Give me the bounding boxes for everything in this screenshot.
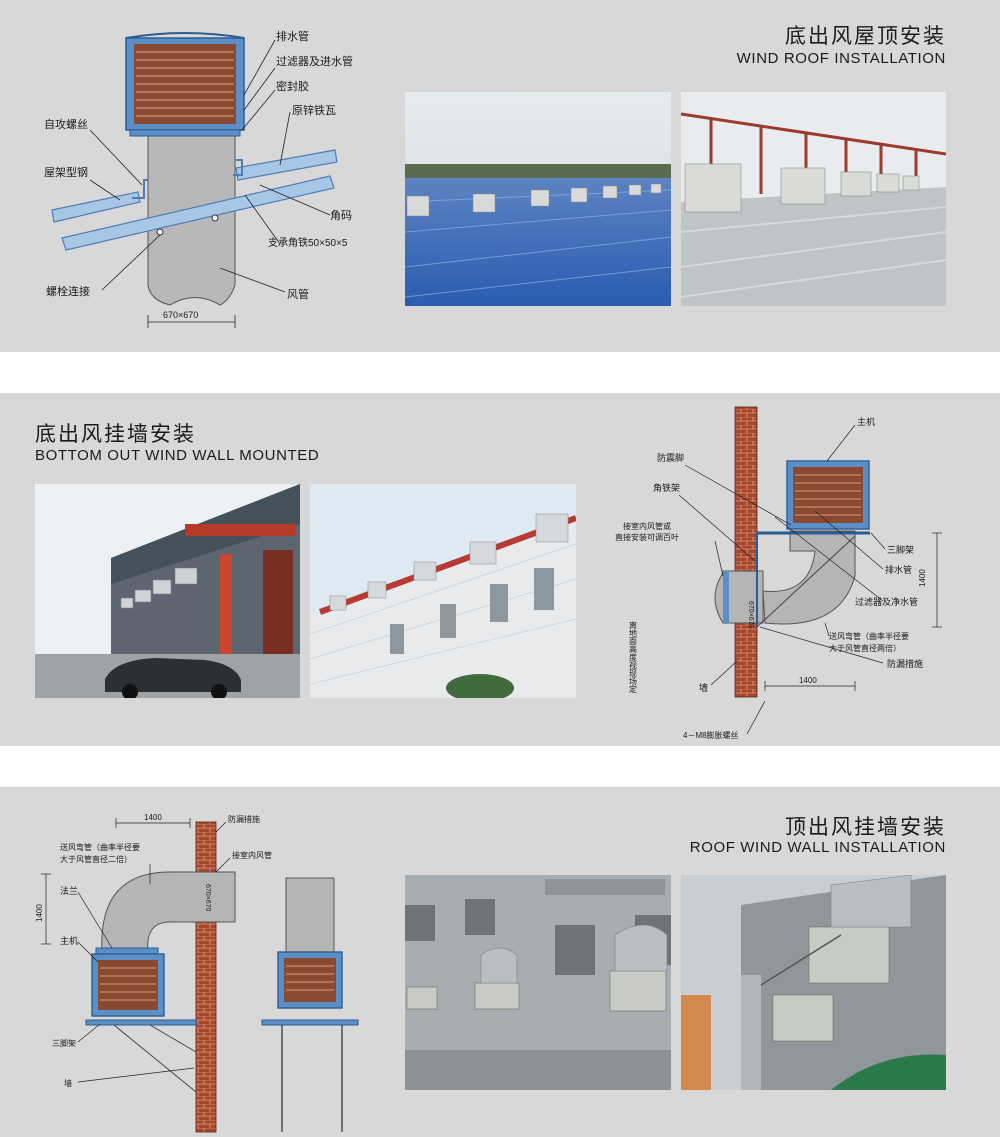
label-filter-inlet: 过滤器及进水管	[276, 54, 353, 68]
label-drain: 排水管	[885, 564, 912, 575]
label-duct: 风管	[287, 287, 309, 301]
section2-title-zh: 底出风挂墙安装	[35, 423, 196, 446]
photo-tile-building	[310, 484, 576, 698]
label-wall: 墙	[64, 1078, 72, 1088]
label-tripod: 三脚架	[887, 545, 914, 555]
label-sealant: 密封胶	[276, 79, 309, 93]
label-zinc-tile: 原锌铁瓦	[292, 103, 336, 117]
label-connect-duct: 接室内风管或	[623, 521, 671, 531]
label-support: 支承角铁50×50×5	[268, 236, 348, 249]
label-dim-w: 1400	[799, 676, 817, 685]
label-wall: 墙	[699, 682, 708, 693]
label-indoor-duct: 接室内风管	[232, 850, 272, 860]
label-dim: 670×670	[163, 310, 198, 320]
bottom-wall-panel: 底出风挂墙安装 BOTTOM OUT WIND WALL MOUNTED	[0, 393, 1000, 746]
label-flange: 法兰	[60, 885, 78, 896]
label-bolts: 4－M8膨胀螺丝	[683, 730, 739, 740]
label-steel: 屋架型钢	[44, 165, 88, 179]
photo-wall-units	[405, 875, 671, 1090]
label-filter-clean: 过滤器及净水管	[855, 596, 918, 607]
label-elbow: 送风弯管（曲率半径要	[829, 631, 909, 641]
label-bolt: 螺栓连接	[46, 284, 90, 298]
label-host: 主机	[60, 935, 78, 946]
section1-title-zh: 底出风屋顶安装	[785, 25, 946, 48]
label-elbow-2: 大于风管直径二倍）	[60, 854, 132, 864]
label-dim-duct: 670×670	[204, 884, 211, 912]
section2-title-en: BOTTOM OUT WIND WALL MOUNTED	[35, 447, 320, 464]
label-height-note: 离地面高度视现场定	[629, 620, 638, 694]
label-seal: 防漏措施	[228, 814, 260, 824]
section3-title-en: ROOF WIND WALL INSTALLATION	[689, 839, 946, 856]
label-seal: 防漏措施	[887, 658, 923, 669]
bottom-wall-diagram: 主机 防震脚 角铁架 接室内风管或 直接安装可调百叶 三脚架 排水管 过滤器及净…	[615, 406, 942, 740]
section1-title-en: WIND ROOF INSTALLATION	[736, 50, 946, 67]
photo-blue-roof	[405, 92, 671, 306]
roof-wall-panel: 顶出风挂墙安装 ROOF WIND WALL INSTALLATION	[0, 787, 1000, 1137]
section3-title-zh: 顶出风挂墙安装	[785, 816, 946, 839]
label-elbow-2: 大于风管直径两倍）	[829, 643, 901, 653]
label-dim-w: 1400	[144, 813, 162, 822]
label-anti-vibration: 防震脚	[657, 452, 684, 463]
label-connect-duct-2: 直接安装可调百叶	[615, 532, 679, 542]
roof-installation-diagram: 排水管 过滤器及进水管 密封胶 原锌铁瓦 自攻螺丝 屋架型钢 角码 支承角铁50…	[44, 29, 353, 328]
roof-wall-diagram: 1400 1400 670×670 防漏措施 送风弯管（曲率半径要 大于风管直径…	[35, 813, 359, 1133]
roof-installation-panel: 底出风屋顶安装 WIND ROOF INSTALLATION	[0, 0, 1000, 352]
label-angle-code: 角码	[330, 209, 352, 222]
label-angle-frame: 角铁架	[653, 482, 680, 493]
label-host: 主机	[857, 416, 875, 427]
photo-building-car	[35, 484, 300, 698]
photo-gray-roof	[681, 92, 946, 306]
photo-duct-building	[681, 875, 946, 1090]
label-screw: 自攻螺丝	[44, 117, 88, 131]
label-dim-h: 1400	[918, 569, 927, 587]
label-elbow: 送风弯管（曲率半径要	[60, 842, 140, 852]
label-tripod: 三脚架	[52, 1038, 76, 1048]
label-drain: 排水管	[276, 29, 309, 43]
label-dim-duct: 670×670	[747, 601, 754, 629]
label-dim-h: 1400	[35, 904, 44, 922]
